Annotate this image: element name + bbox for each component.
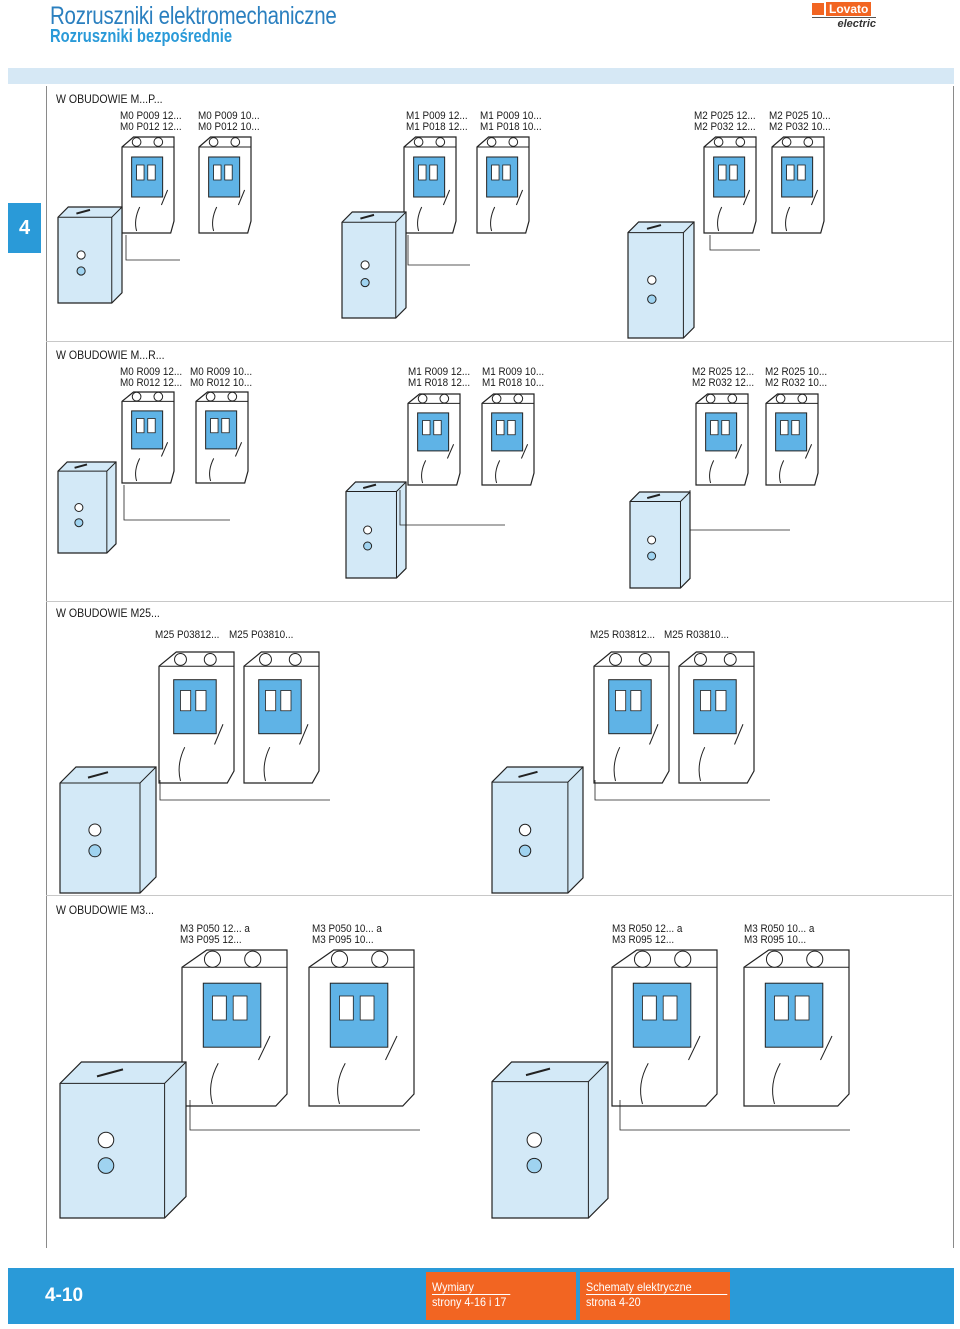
section-divider (46, 601, 952, 602)
top-band (8, 68, 954, 84)
section-label-m25: W OBUDOWIE M25... (56, 606, 160, 620)
section-label-mp: W OBUDOWIE M...P... (56, 92, 163, 106)
connecting-wire (123, 485, 230, 521)
product-code: M25 P03810... (229, 629, 294, 641)
open-enclosure-drawing (181, 949, 288, 1107)
connecting-wire (189, 1100, 420, 1131)
schematics-reference[interactable]: Schematy elektryczne strona 4-20 (580, 1272, 730, 1320)
open-enclosure-drawing (593, 651, 670, 784)
open-enclosure-drawing (765, 393, 819, 486)
product-code: M0 R009 10...M0 R012 10... (190, 366, 253, 389)
page-subtitle: Rozruszniki bezpośrednie (50, 26, 233, 46)
connecting-wire (709, 235, 760, 251)
product-code: M1 P009 12...M1 P018 12... (406, 110, 468, 133)
open-enclosure-drawing (407, 393, 461, 486)
page-number: 4-10 (44, 1285, 84, 1306)
product-code: M1 R009 10...M1 R018 10... (482, 366, 545, 389)
open-enclosure-drawing (308, 949, 415, 1107)
product-code: M1 R009 12...M1 R018 12... (408, 366, 471, 389)
closed-enclosure-drawing (345, 481, 407, 579)
open-enclosure-drawing (771, 136, 825, 234)
product-code: M2 P025 12...M2 P032 12... (694, 110, 756, 133)
product-code: M2 R025 12...M2 R032 12... (692, 366, 755, 389)
footer-bar: 4-10 Wymiary strony 4-16 i 17 Schematy e… (8, 1268, 954, 1324)
logo-mark-icon (812, 3, 824, 15)
open-enclosure-drawing (243, 651, 320, 784)
dimensions-reference[interactable]: Wymiary strony 4-16 i 17 (426, 1272, 576, 1320)
closed-enclosure-drawing (629, 491, 691, 589)
connecting-wire (399, 490, 505, 526)
section-label-m3: W OBUDOWIE M3... (56, 903, 154, 917)
closed-enclosure-drawing (57, 206, 123, 304)
section-divider (46, 341, 952, 342)
closed-enclosure-drawing (341, 211, 407, 319)
open-enclosure-drawing (703, 136, 757, 234)
section-divider (46, 895, 952, 896)
connecting-wire (125, 235, 180, 261)
product-code: M2 P025 10...M2 P032 10... (769, 110, 831, 133)
connecting-wire (619, 1100, 850, 1131)
product-code: M25 R03810... (664, 629, 729, 641)
closed-enclosure-drawing (491, 766, 584, 894)
closed-enclosure-drawing (627, 221, 695, 339)
open-enclosure-drawing (158, 651, 235, 784)
open-enclosure-drawing (121, 391, 175, 484)
closed-enclosure-drawing (59, 1061, 187, 1219)
page-title: Rozruszniki elektromechaniczne (50, 2, 337, 30)
open-enclosure-drawing (743, 949, 850, 1107)
product-code: M0 R009 12...M0 R012 12... (120, 366, 183, 389)
open-enclosure-drawing (198, 136, 252, 234)
brand-logo: Lovato electric (812, 2, 876, 30)
connecting-wire (407, 235, 470, 266)
product-code: M25 P03812... (155, 629, 220, 641)
product-code: M0 P009 12...M0 P012 12... (120, 110, 182, 133)
chapter-tab: 4 (8, 203, 41, 253)
connecting-wire (689, 490, 790, 531)
content-panel (46, 86, 954, 1248)
open-enclosure-drawing (476, 136, 530, 234)
product-code: M2 R025 10...M2 R032 10... (765, 366, 828, 389)
product-code: M1 P009 10...M1 P018 10... (480, 110, 542, 133)
open-enclosure-drawing (481, 393, 535, 486)
open-enclosure-drawing (678, 651, 755, 784)
closed-enclosure-drawing (57, 461, 117, 554)
closed-enclosure-drawing (491, 1061, 609, 1219)
open-enclosure-drawing (403, 136, 457, 234)
open-enclosure-drawing (121, 136, 175, 234)
open-enclosure-drawing (611, 949, 718, 1107)
product-code: M0 P009 10...M0 P012 10... (198, 110, 260, 133)
closed-enclosure-drawing (59, 766, 157, 894)
connecting-wire (594, 780, 770, 801)
open-enclosure-drawing (695, 393, 749, 486)
open-enclosure-drawing (195, 391, 249, 484)
section-label-mr: W OBUDOWIE M...R... (56, 348, 165, 362)
connecting-wire (159, 780, 330, 801)
product-code: M25 R03812... (590, 629, 655, 641)
